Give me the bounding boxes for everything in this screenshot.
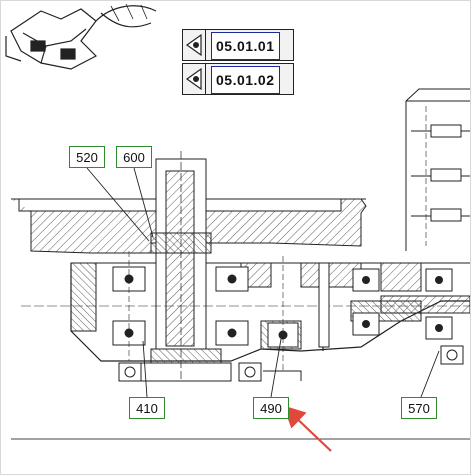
reference-tag-2[interactable]: 05.01.02 — [182, 63, 294, 95]
upper-right-housing — [405, 88, 470, 251]
eye-icon — [183, 64, 206, 94]
leader-lines — [86, 167, 440, 398]
reference-code: 05.01.02 — [211, 66, 280, 94]
callout-570[interactable]: 570 — [401, 397, 437, 419]
callout-label: 410 — [136, 400, 158, 416]
callout-label: 520 — [76, 149, 98, 165]
reference-tag-1[interactable]: 05.01.01 — [182, 29, 294, 61]
callout-520[interactable]: 520 — [69, 146, 105, 168]
callout-label: 490 — [260, 400, 282, 416]
reference-code: 05.01.01 — [211, 32, 280, 60]
eye-icon — [183, 30, 206, 60]
callout-490[interactable]: 490 — [253, 397, 289, 419]
gearbox-section — [11, 151, 470, 382]
callout-label: 570 — [408, 400, 430, 416]
top-mechanism-sketch — [5, 3, 157, 70]
callout-label: 600 — [123, 149, 145, 165]
callout-600[interactable]: 600 — [116, 146, 152, 168]
pointer-arrow — [283, 405, 332, 452]
callout-410[interactable]: 410 — [129, 397, 165, 419]
